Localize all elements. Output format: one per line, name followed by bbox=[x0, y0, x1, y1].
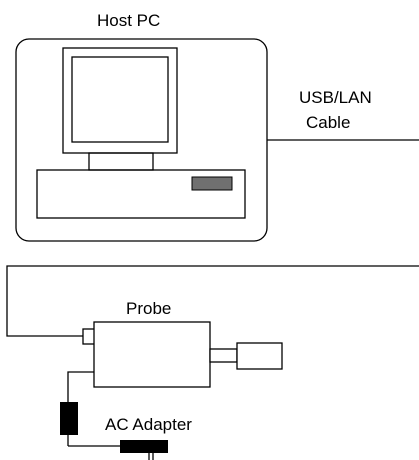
drive-slot bbox=[191, 176, 233, 191]
probe-body bbox=[93, 321, 211, 388]
ac-adapter-icon bbox=[60, 402, 168, 460]
cable-label-line2: Cable bbox=[306, 113, 350, 132]
host-pc-frame bbox=[15, 38, 268, 242]
probe-label: Probe bbox=[126, 299, 171, 318]
ac-adapter: AC Adapter bbox=[60, 371, 192, 460]
monitor-stand bbox=[88, 152, 154, 171]
probe-tip bbox=[236, 342, 283, 370]
pc-base-unit bbox=[36, 169, 246, 219]
host-pc-label: Host PC bbox=[97, 11, 160, 30]
host-pc: Host PC bbox=[15, 11, 268, 242]
ac-plug bbox=[120, 440, 168, 453]
cable-to-probe bbox=[6, 265, 419, 337]
cable-label-line1: USB/LAN bbox=[299, 88, 372, 107]
usb-lan-cable: USB/LAN Cable bbox=[6, 88, 419, 337]
monitor-screen bbox=[71, 56, 169, 143]
probe-connector-right bbox=[209, 348, 238, 363]
monitor-outer bbox=[62, 47, 178, 154]
adapter-cable bbox=[67, 371, 94, 402]
adapter-block bbox=[60, 402, 78, 435]
probe: Probe bbox=[82, 299, 283, 388]
ac-adapter-label: AC Adapter bbox=[105, 415, 192, 434]
computer-monitor-icon bbox=[36, 47, 246, 219]
probe-connector-left bbox=[82, 328, 96, 345]
